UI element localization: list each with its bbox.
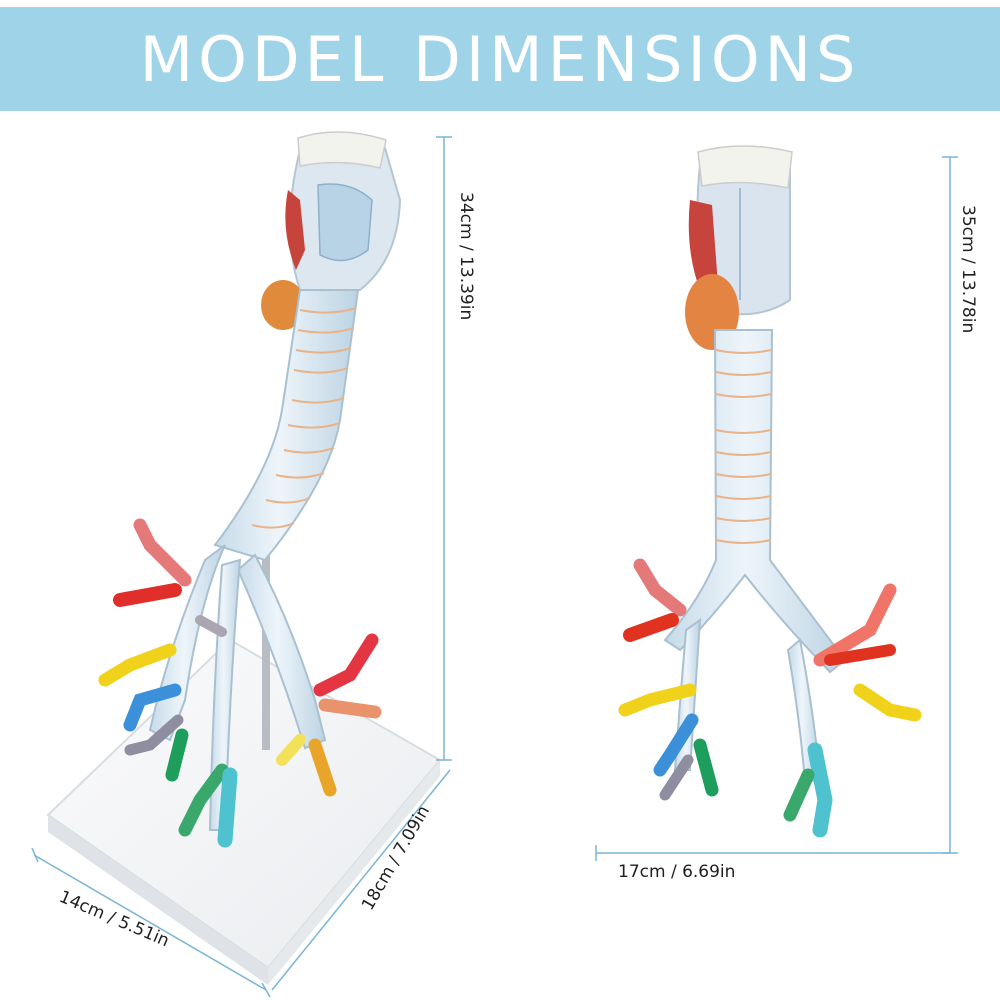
cartilage-rings-right (715, 349, 772, 544)
page-title: MODEL DIMENSIONS (139, 22, 861, 96)
bronchial-branches (98, 518, 382, 848)
right-width-label: 17cm / 6.69in (618, 862, 736, 882)
trachea-right (663, 329, 847, 674)
left-height-label: 34cm / 13.39in (456, 192, 476, 321)
right-height-label: 35cm / 13.78in (958, 205, 978, 334)
right-dimension-lines (595, 156, 958, 861)
larynx (261, 131, 402, 330)
left-dimension-lines (31, 136, 452, 998)
left-model (46, 131, 442, 985)
title-banner: MODEL DIMENSIONS (0, 7, 1000, 111)
right-model (618, 145, 922, 838)
right-bronchus (236, 553, 327, 750)
larynx-right (685, 145, 793, 350)
cartilage-rings (251, 307, 357, 529)
bronchial-branches-right (618, 558, 922, 838)
display-base (46, 638, 442, 985)
trachea (213, 289, 360, 562)
